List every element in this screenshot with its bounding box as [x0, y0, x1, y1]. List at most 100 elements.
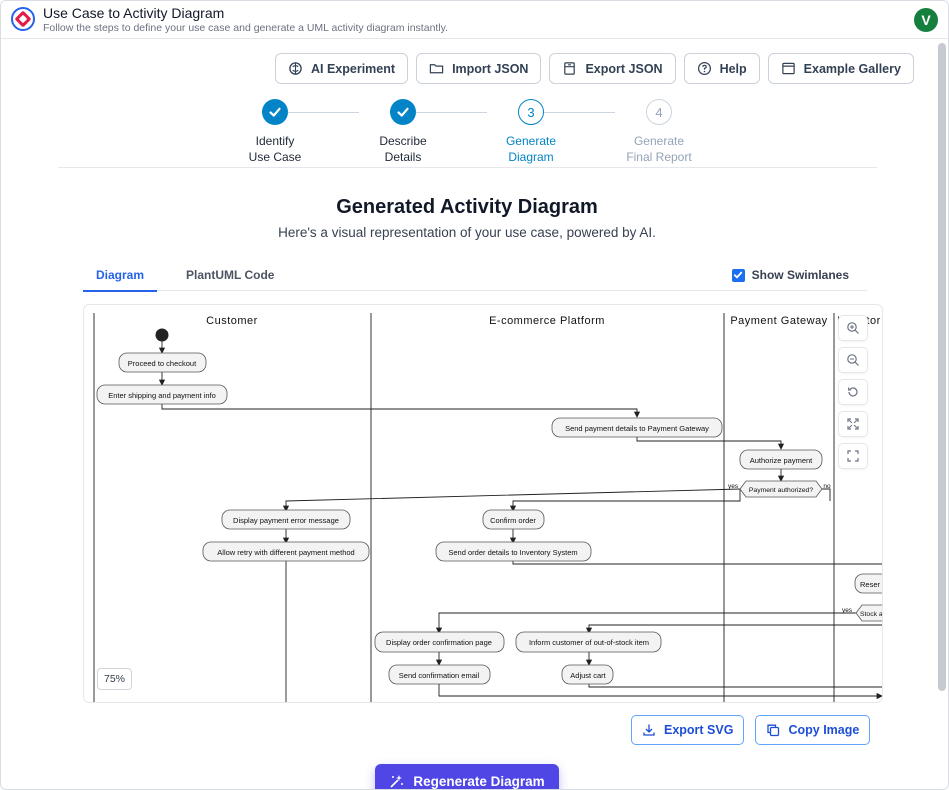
- node-label: Send confirmation email: [399, 671, 480, 680]
- fullscreen-button[interactable]: [838, 443, 868, 469]
- node-label: Reser: [860, 580, 881, 589]
- node-label: Display payment error message: [233, 516, 339, 525]
- node-label: Inform customer of out-of-stock item: [529, 638, 649, 647]
- folder-icon: [429, 64, 444, 74]
- branch-no-label: no: [823, 483, 831, 490]
- node-inform-out-of-stock: [515, 631, 662, 653]
- export-svg-button[interactable]: Export SVG: [631, 715, 745, 745]
- node-display-payment-error: [221, 509, 351, 530]
- example-gallery-label: Example Gallery: [803, 61, 901, 76]
- node-label: Authorize payment: [750, 456, 813, 465]
- node-authorize-payment: [739, 449, 823, 470]
- fit-to-screen-button[interactable]: [838, 411, 868, 437]
- sparkle-wand-icon: [390, 775, 404, 788]
- export-svg-label: Export SVG: [664, 723, 734, 737]
- page-title: Generated Activity Diagram: [336, 196, 598, 218]
- fullscreen-icon: [847, 450, 859, 462]
- app-logo-icon: [11, 7, 35, 31]
- step-complete-check-icon: [390, 99, 416, 125]
- step-connector: [288, 112, 359, 113]
- step-complete-check-icon: [262, 99, 288, 125]
- app-subtitle: Follow the steps to define your use case…: [43, 22, 449, 34]
- section-divider: [58, 167, 877, 168]
- tab-diagram[interactable]: Diagram: [83, 268, 158, 292]
- zoom-out-icon: [847, 354, 859, 366]
- window-icon: [781, 62, 795, 75]
- regenerate-diagram-button[interactable]: Regenerate Diagram: [375, 764, 559, 789]
- copy-icon: [767, 724, 780, 737]
- node-adjust-cart: [561, 664, 614, 685]
- node-label: Enter shipping and payment info: [108, 391, 216, 400]
- import-json-label: Import JSON: [452, 61, 529, 76]
- node-label: Display order confirmation page: [386, 638, 492, 647]
- lane-title-payment-gateway: Payment Gateway: [730, 315, 827, 327]
- node-label: Proceed to checkout: [128, 359, 197, 368]
- node-label: Adjust cart: [570, 671, 606, 680]
- title-bar: Use Case to Activity Diagram Follow the …: [1, 1, 948, 39]
- brain-icon: [289, 62, 302, 75]
- page-subtitle: Here's a visual representation of your u…: [278, 225, 656, 240]
- ai-experiment-button[interactable]: AI Experiment: [275, 53, 409, 84]
- step-connector: [544, 112, 615, 113]
- export-json-button[interactable]: Export JSON: [549, 53, 676, 84]
- zoom-in-button[interactable]: [838, 315, 868, 341]
- step-number: 4: [646, 99, 672, 125]
- node-label: Send order details to Inventory System: [448, 548, 577, 557]
- user-avatar[interactable]: V: [914, 8, 938, 32]
- help-button[interactable]: Help: [683, 53, 760, 84]
- copy-image-label: Copy Image: [788, 723, 860, 737]
- node-reserve: [854, 573, 882, 594]
- node-label: Send payment details to Payment Gateway: [565, 424, 709, 433]
- archive-icon: [564, 62, 576, 75]
- start-node: [155, 328, 169, 342]
- download-icon: [643, 724, 655, 736]
- node-allow-retry: [202, 541, 370, 562]
- top-toolbar: AI Experiment Import JSON Export JSON He…: [275, 53, 914, 84]
- help-label: Help: [719, 61, 747, 76]
- step-number: 3: [518, 99, 544, 125]
- vertical-scrollbar[interactable]: [938, 43, 946, 691]
- swimlanes-checkbox[interactable]: [731, 268, 745, 282]
- export-json-label: Export JSON: [585, 61, 663, 76]
- node-confirm-order: [482, 509, 545, 530]
- ai-experiment-label: AI Experiment: [311, 61, 396, 76]
- fit-icon: [847, 418, 859, 430]
- zoom-out-button[interactable]: [838, 347, 868, 373]
- export-actions: Export SVG Copy Image: [631, 715, 871, 745]
- zoom-in-icon: [847, 322, 859, 334]
- help-circle-icon: [697, 61, 711, 76]
- node-send-order-details: [435, 541, 592, 562]
- reset-view-button[interactable]: [838, 379, 868, 405]
- decision-label: Payment authorized?: [749, 487, 813, 494]
- activity-diagram: Customer E-commerce Platform Payment Gat…: [93, 313, 882, 702]
- node-label: Allow retry with different payment metho…: [217, 548, 354, 557]
- import-json-button[interactable]: Import JSON: [416, 53, 542, 84]
- swimlanes-label: Show Swimlanes: [751, 268, 849, 282]
- zoom-level-indicator: 75%: [97, 668, 132, 690]
- regenerate-label: Regenerate Diagram: [413, 773, 545, 789]
- example-gallery-button[interactable]: Example Gallery: [767, 53, 914, 84]
- show-swimlanes-toggle[interactable]: Show Swimlanes: [731, 268, 849, 282]
- tab-plantuml-code[interactable]: PlantUML Code: [186, 268, 275, 282]
- branch-yes-label: yes: [728, 483, 739, 490]
- node-display-order-confirmation: [374, 631, 505, 653]
- lane-title-ecommerce: E-commerce Platform: [489, 315, 605, 327]
- node-label: Confirm order: [490, 516, 536, 525]
- app-title: Use Case to Activity Diagram: [43, 5, 225, 21]
- diagram-zoom-controls: [838, 315, 868, 469]
- node-enter-shipping: [96, 384, 228, 405]
- diagram-canvas[interactable]: Customer E-commerce Platform Payment Gat…: [83, 304, 883, 703]
- lane-title-customer: Customer: [206, 315, 258, 327]
- copy-image-button[interactable]: Copy Image: [755, 715, 871, 745]
- node-send-payment-details: [551, 417, 723, 438]
